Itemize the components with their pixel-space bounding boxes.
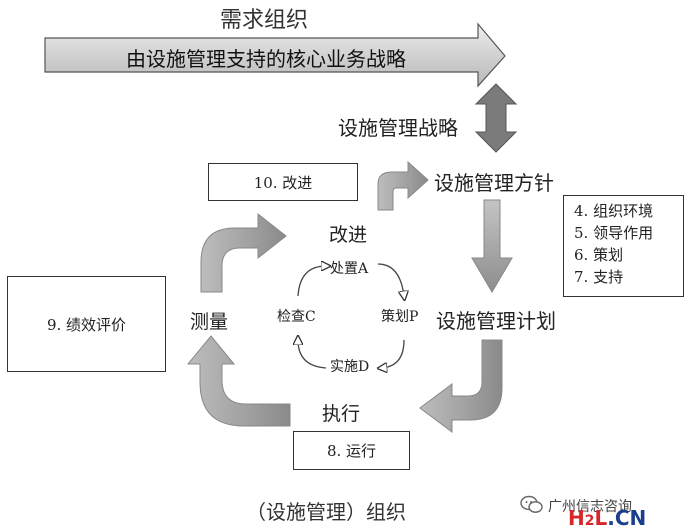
pdca-check-label: 检查C [277,309,316,325]
brand-l: L [594,506,608,530]
plan-label: 设施管理计划 [436,309,556,333]
policy-arrow [377,160,429,211]
wechat-icon [520,495,543,513]
brand-2: 2 [584,513,595,529]
footer-label: （设施管理）组织 [246,500,406,524]
pdca-do-label: 实施D [330,359,370,375]
pdca-do-to-check [298,340,327,369]
watermark-text: 广州信志咨询 [548,499,632,515]
clause-item: 6. 策划 [574,246,624,264]
clauses-box: 4. 组织环境 5. 领导作用 6. 策划 7. 支持 [563,195,684,297]
policy-label: 设施管理方针 [434,171,554,195]
strategy-label: 设施管理战略 [338,116,458,140]
banner-arrow [44,22,506,88]
pdca-act-to-plan [377,263,404,296]
execute-to-measure-arrow [186,335,291,427]
measure-to-improve-arrow [200,212,287,293]
banner-text: 由设施管理支持的核心业务战略 [126,47,406,71]
diagram-title: 需求组织 [220,8,309,33]
clause-item: 7. 支持 [574,268,624,286]
brand-logo: H2L.CN [568,506,646,530]
pdca-cycle [298,264,404,368]
measure-label: 测量 [190,311,229,333]
pdca-plan-to-do [382,339,405,368]
brand-cn: .CN [607,506,647,530]
operation-box-text: 8. 运行 [326,442,377,460]
pdca-check-to-act [297,266,326,297]
pdca-plan-label: 策划P [381,309,419,325]
improve-label: 改进 [329,224,368,246]
performance-box: 9. 绩效评价 [7,276,166,372]
plan-to-execute-arrow [419,339,503,433]
improvement-box-text: 10. 改进 [253,173,313,192]
clause-item: 5. 领导作用 [574,224,654,242]
performance-box-text: 9. 绩效评价 [46,315,127,334]
policy-to-plan-arrow [471,199,513,293]
improvement-box: 10. 改进 [208,163,358,201]
operation-box: 8. 运行 [293,431,410,470]
double-arrow [474,83,518,153]
pdca-act-label: 处置A [330,261,369,277]
brand-h: H [568,506,585,530]
clause-item: 4. 组织环境 [574,202,654,220]
execute-label: 执行 [322,403,361,425]
